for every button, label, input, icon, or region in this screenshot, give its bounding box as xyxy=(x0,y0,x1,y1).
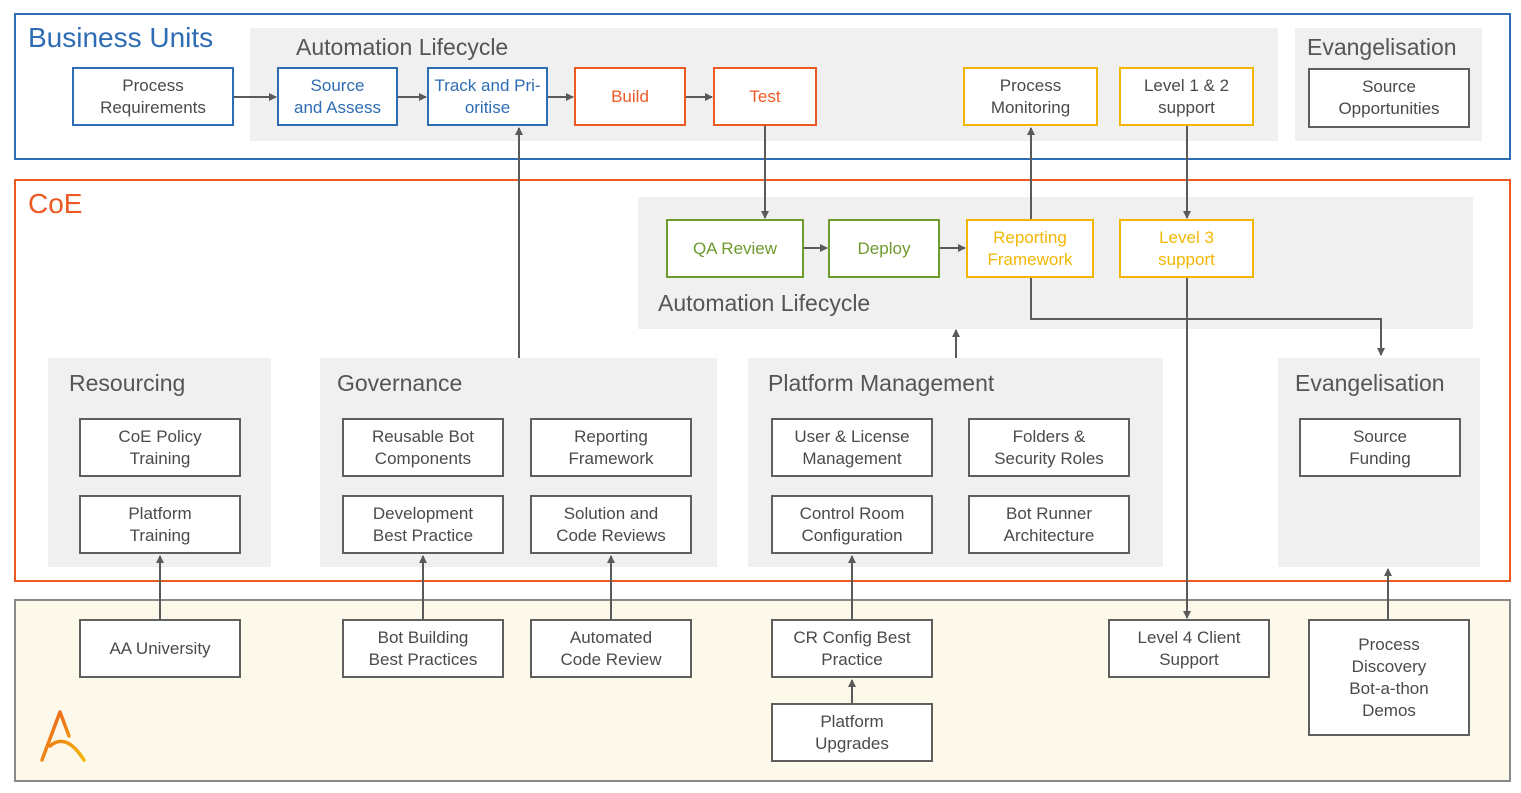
business-units-section xyxy=(14,13,1511,160)
track-prioritise-box: Track and Pri- oritise xyxy=(427,67,548,126)
reporting-framework-lifecycle-box: Reporting Framework xyxy=(966,219,1094,278)
business-evangelisation-title: Evangelisation xyxy=(1307,34,1457,60)
source-assess-box: Source and Assess xyxy=(277,67,398,126)
platform-training-box: Platform Training xyxy=(79,495,241,554)
folders-security-roles-box: Folders & Security Roles xyxy=(968,418,1130,477)
bot-runner-architecture-box: Bot Runner Architecture xyxy=(968,495,1130,554)
coe-lifecycle-title: Automation Lifecycle xyxy=(658,290,871,316)
level3-support-box: Level 3 support xyxy=(1119,219,1254,278)
process-monitoring-box: Process Monitoring xyxy=(963,67,1098,126)
solution-code-reviews-box: Solution and Code Reviews xyxy=(530,495,692,554)
level4-client-support-box: Level 4 Client Support xyxy=(1108,619,1270,678)
coe-section xyxy=(14,179,1511,582)
business-lifecycle-title: Automation Lifecycle xyxy=(296,34,509,60)
reporting-framework-box: Reporting Framework xyxy=(530,418,692,477)
level12-support-box: Level 1 & 2 support xyxy=(1119,67,1254,126)
bot-building-best-practices-box: Bot Building Best Practices xyxy=(342,619,504,678)
resourcing-title: Resourcing xyxy=(69,370,186,396)
source-opportunities-box: Source Opportunities xyxy=(1308,68,1470,128)
platform-upgrades-box: Platform Upgrades xyxy=(771,703,933,762)
aa-university-box: AA University xyxy=(79,619,241,678)
platform-management-title: Platform Management xyxy=(768,370,995,396)
user-license-management-box: User & License Management xyxy=(771,418,933,477)
coe-policy-training-box: CoE Policy Training xyxy=(79,418,241,477)
coe-evangelisation-title: Evangelisation xyxy=(1295,370,1445,396)
cr-config-best-practice-box: CR Config Best Practice xyxy=(771,619,933,678)
deploy-box: Deploy xyxy=(828,219,940,278)
process-requirements-box: Process Requirements xyxy=(72,67,234,126)
automated-code-review-box: Automated Code Review xyxy=(530,619,692,678)
qa-review-box: QA Review xyxy=(666,219,804,278)
test-box: Test xyxy=(713,67,817,126)
automation-anywhere-logo xyxy=(40,710,86,762)
build-box: Build xyxy=(574,67,686,126)
governance-title: Governance xyxy=(337,370,463,396)
process-discovery-box: Process Discovery Bot-a-thon Demos xyxy=(1308,619,1470,736)
control-room-configuration-box: Control Room Configuration xyxy=(771,495,933,554)
development-best-practice-box: Development Best Practice xyxy=(342,495,504,554)
coe-title: CoE xyxy=(28,188,83,219)
source-funding-box: Source Funding xyxy=(1299,418,1461,477)
reusable-bot-components-box: Reusable Bot Components xyxy=(342,418,504,477)
business-units-title: Business Units xyxy=(28,22,214,53)
